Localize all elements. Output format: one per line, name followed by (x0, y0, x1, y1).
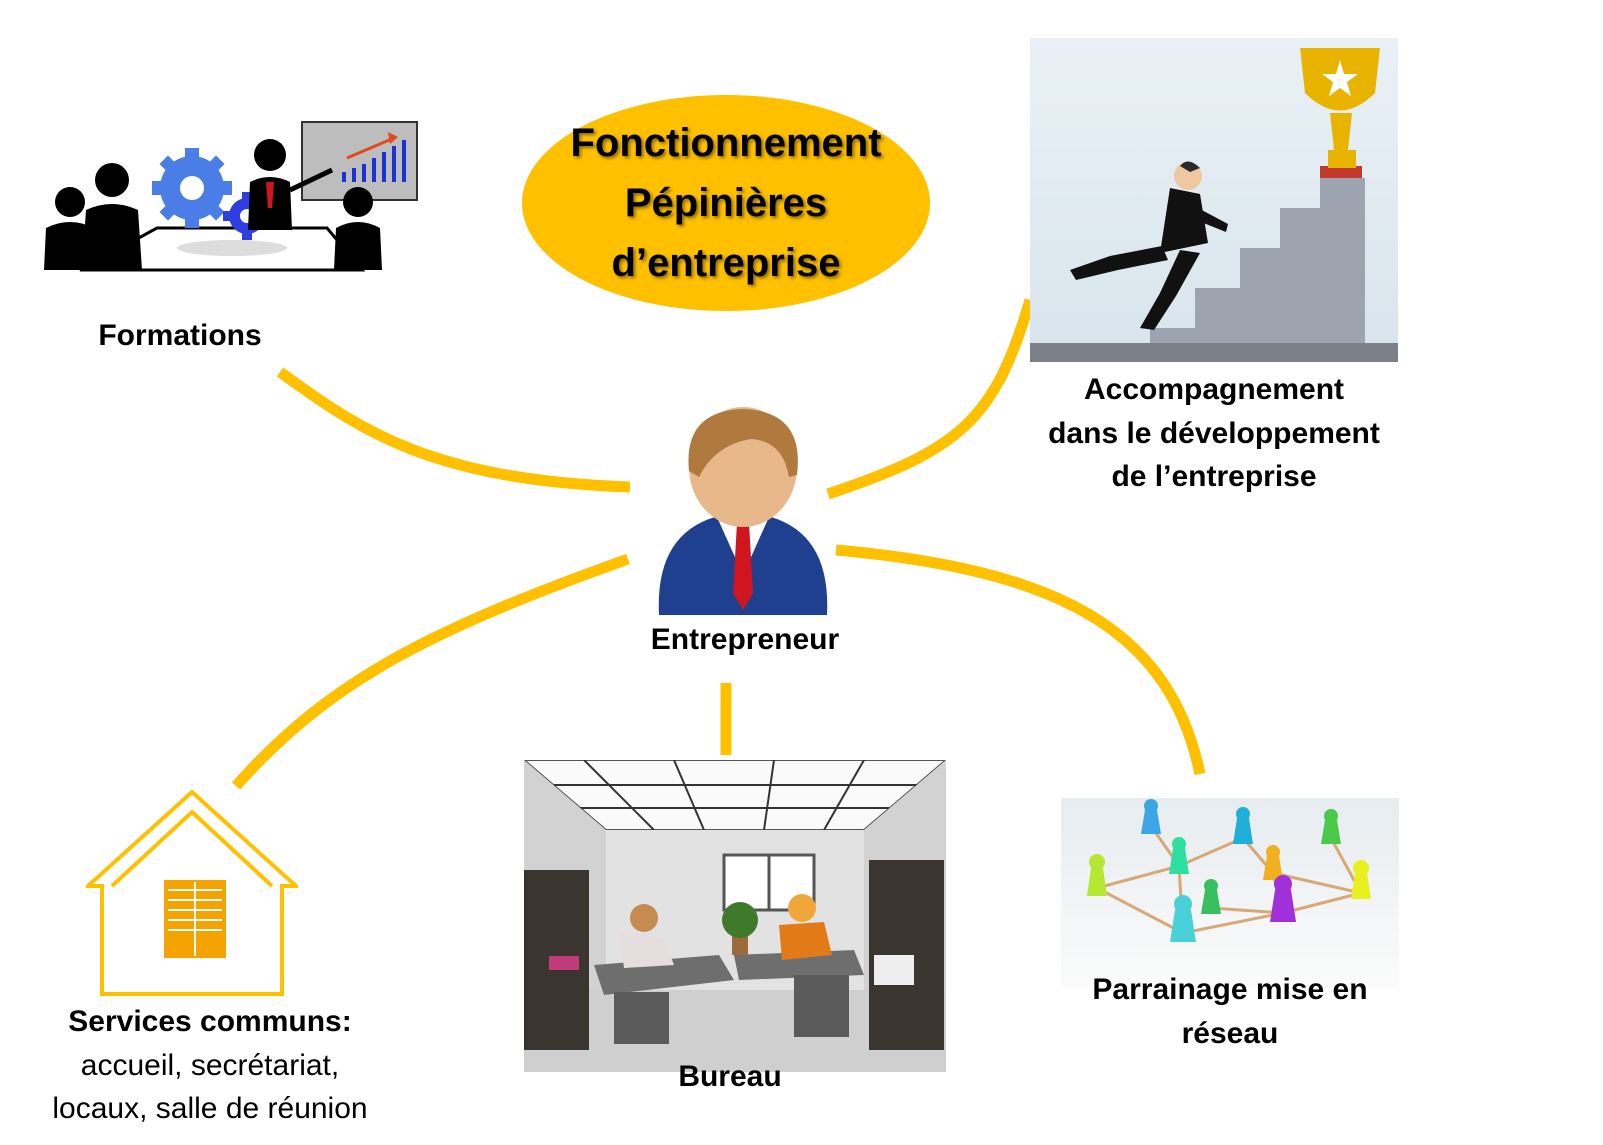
parrainage-line-1: Parrainage mise en (1092, 973, 1368, 1006)
accompagnement-line-2: dans le développement (1048, 416, 1380, 450)
connector-services (231, 553, 630, 790)
diagram-title: Fonctionnement Pépinières d’entreprise (570, 113, 881, 293)
stairs-trophy-icon (1030, 38, 1398, 362)
title-line-3: d’entreprise (611, 241, 841, 285)
network-pawns-icon (1061, 798, 1399, 988)
house-icon (86, 789, 298, 996)
title-line-2: Pépinières (624, 181, 828, 225)
parrainage-line-2: réseau (1181, 1016, 1279, 1050)
services-heading: Services communs: (68, 1005, 352, 1038)
label-formations: Formations (98, 319, 262, 352)
businessman-avatar-icon (658, 407, 828, 615)
connector-accompagnement (826, 298, 1036, 500)
services-line-1: accueil, secrétariat, (80, 1048, 340, 1082)
connector-parrainage (835, 544, 1206, 776)
office-illustration (524, 760, 946, 1072)
title-line-1: Fonctionnement (570, 121, 882, 165)
meeting-presentation-icon (44, 121, 418, 272)
gear-icon (152, 148, 232, 228)
window-shutter-icon (164, 880, 226, 958)
label-parrainage: Parrainage mise en réseau (1061, 968, 1399, 1055)
accompagnement-line-3: de l’entreprise (1111, 460, 1317, 493)
connector-formations (276, 367, 631, 493)
services-line-2: locaux, salle de réunion (52, 1092, 368, 1125)
label-services: Services communs: accueil, secrétariat, … (20, 1000, 400, 1131)
label-entrepreneur: Entrepreneur (650, 623, 840, 656)
label-accompagnement: Accompagnement dans le développement de … (1030, 368, 1398, 499)
label-bureau: Bureau (678, 1060, 782, 1093)
title-ellipse: Fonctionnement Pépinières d’entreprise (522, 95, 930, 311)
accompagnement-line-1: Accompagnement (1083, 373, 1345, 406)
